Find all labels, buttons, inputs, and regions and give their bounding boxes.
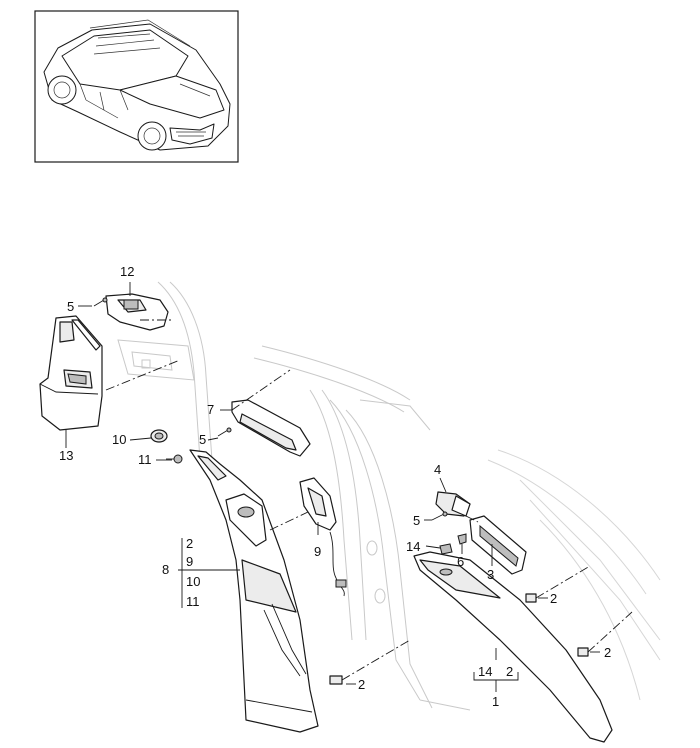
assembly-lines — [105, 319, 633, 681]
part-3-handle-trim[interactable] — [469, 515, 527, 575]
callout-5-pillar: 5 — [199, 432, 206, 447]
part-5-screws[interactable] — [93, 297, 448, 521]
callout-9: 9 — [314, 544, 321, 559]
part-1-c-pillar-trim[interactable] — [413, 551, 613, 743]
leader-lines — [78, 305, 600, 692]
callout-2-c1: 2 — [550, 591, 557, 606]
callout-2-c2: 2 — [604, 645, 611, 660]
callout-6: 6 — [457, 554, 464, 569]
callout-1: 1 — [492, 694, 499, 709]
callout-11: 11 — [138, 452, 152, 467]
part-6-clip[interactable] — [457, 533, 467, 545]
callout-4: 4 — [434, 462, 441, 477]
callout-7: 7 — [207, 402, 214, 417]
callout-10: 10 — [112, 432, 126, 447]
group1-item-2: 2 — [506, 664, 513, 679]
part-9-seatbelt-module[interactable] — [299, 477, 347, 597]
callout-2-b: 2 — [358, 677, 365, 692]
callout-5-rear: 5 — [67, 299, 74, 314]
body-structure-outline — [117, 281, 661, 711]
callout-labels: 12 5 13 7 5 10 11 9 8 2 9 10 11 4 5 14 6… — [59, 264, 611, 709]
part-14-screw[interactable] — [439, 543, 453, 555]
group8-item-2: 9 — [186, 554, 193, 569]
part-11-clip[interactable] — [166, 454, 183, 464]
callout-14: 14 — [406, 539, 420, 554]
callout-5-cpillar: 5 — [413, 513, 420, 528]
part-12-grab-handle[interactable] — [105, 282, 169, 331]
part-13-rear-lower-trim[interactable] — [39, 315, 103, 448]
group8-item-1: 2 — [186, 536, 193, 551]
callout-8: 8 — [162, 562, 169, 577]
car-illustration — [43, 19, 231, 151]
front-wheel-icon — [137, 121, 167, 151]
group8-item-3: 10 — [186, 574, 200, 589]
group8-item-4: 11 — [186, 594, 200, 609]
callout-12: 12 — [120, 264, 134, 279]
part-4-cover[interactable] — [435, 491, 471, 517]
part-8-b-pillar-trim[interactable] — [189, 449, 319, 733]
rear-wheel-icon — [47, 75, 77, 105]
vehicle-thumbnail — [34, 10, 239, 163]
part-7-upper-pillar-trim[interactable] — [231, 399, 311, 457]
part-10-cap[interactable] — [150, 429, 168, 443]
callout-3: 3 — [487, 567, 494, 582]
group1-item-1: 14 — [478, 664, 492, 679]
callout-13: 13 — [59, 448, 73, 463]
